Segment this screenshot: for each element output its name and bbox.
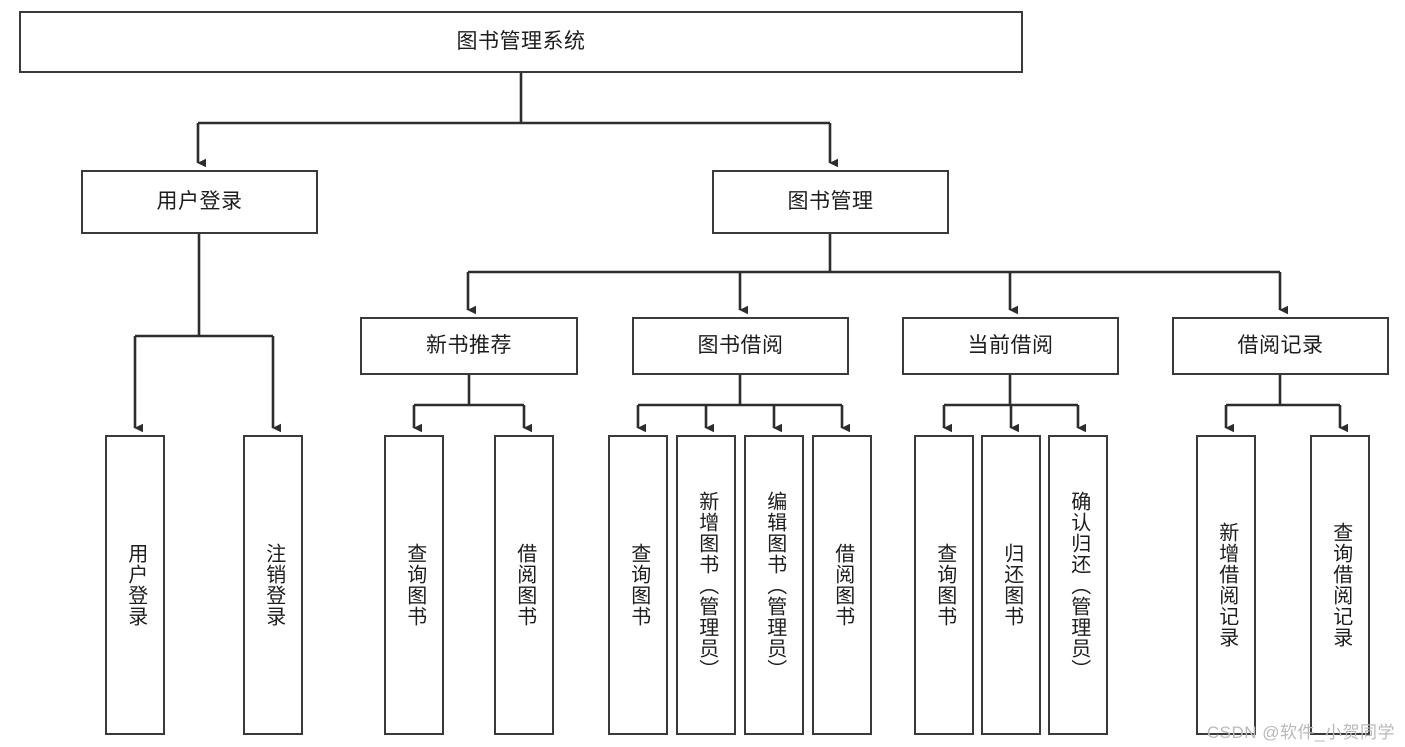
node-user-login[interactable]: 用户登录 xyxy=(81,170,318,234)
node-label: 当前借阅 xyxy=(967,333,1054,357)
node-leaf-logout[interactable]: 注销登录 xyxy=(243,435,303,735)
node-label: 编辑图书（管理员） xyxy=(763,490,786,680)
node-leaf-user-login[interactable]: 用户登录 xyxy=(105,435,165,735)
node-label: 查询图书 xyxy=(933,543,956,627)
node-label: 用户登录 xyxy=(156,189,243,213)
node-current-borrow[interactable]: 当前借阅 xyxy=(902,317,1119,375)
node-label: 查询借阅记录 xyxy=(1329,522,1352,648)
node-leaf-borrow-book[interactable]: 借阅图书 xyxy=(812,435,872,735)
node-label: 图书管理系统 xyxy=(456,29,586,53)
node-new-book-recommend[interactable]: 新书推荐 xyxy=(360,317,578,375)
node-book-borrow[interactable]: 图书借阅 xyxy=(632,317,849,375)
node-label: 确认归还（管理员） xyxy=(1067,490,1090,680)
node-leaf-query-book-borrow[interactable]: 查询图书 xyxy=(608,435,668,735)
node-label: 图书借阅 xyxy=(697,333,784,357)
node-leaf-return-book[interactable]: 归还图书 xyxy=(981,435,1041,735)
node-label: 借阅图书 xyxy=(831,543,854,627)
node-leaf-edit-book-admin[interactable]: 编辑图书（管理员） xyxy=(744,435,804,735)
node-label: 查询图书 xyxy=(403,543,426,627)
node-label: 用户登录 xyxy=(124,543,147,627)
node-root-book-management-system[interactable]: 图书管理系统 xyxy=(19,11,1023,73)
node-label: 新书推荐 xyxy=(426,333,512,357)
node-leaf-add-borrow-record[interactable]: 新增借阅记录 xyxy=(1196,435,1256,735)
node-leaf-query-book-recommend[interactable]: 查询图书 xyxy=(384,435,444,735)
node-leaf-query-book-current[interactable]: 查询图书 xyxy=(914,435,974,735)
node-leaf-add-book-admin[interactable]: 新增图书（管理员） xyxy=(676,435,736,735)
node-label: 新增图书（管理员） xyxy=(695,490,718,680)
node-borrow-record[interactable]: 借阅记录 xyxy=(1172,317,1389,375)
node-leaf-confirm-return-admin[interactable]: 确认归还（管理员） xyxy=(1048,435,1108,735)
node-label: 查询图书 xyxy=(627,543,650,627)
node-label: 注销登录 xyxy=(262,543,285,627)
node-label: 归还图书 xyxy=(1000,543,1023,627)
node-book-management[interactable]: 图书管理 xyxy=(712,170,949,234)
node-leaf-query-borrow-record[interactable]: 查询借阅记录 xyxy=(1310,435,1370,735)
node-label: 借阅图书 xyxy=(513,543,536,627)
node-label: 新增借阅记录 xyxy=(1215,522,1238,648)
node-label: 借阅记录 xyxy=(1237,333,1324,357)
node-leaf-borrow-book-recommend[interactable]: 借阅图书 xyxy=(494,435,554,735)
node-label: 图书管理 xyxy=(787,189,874,213)
